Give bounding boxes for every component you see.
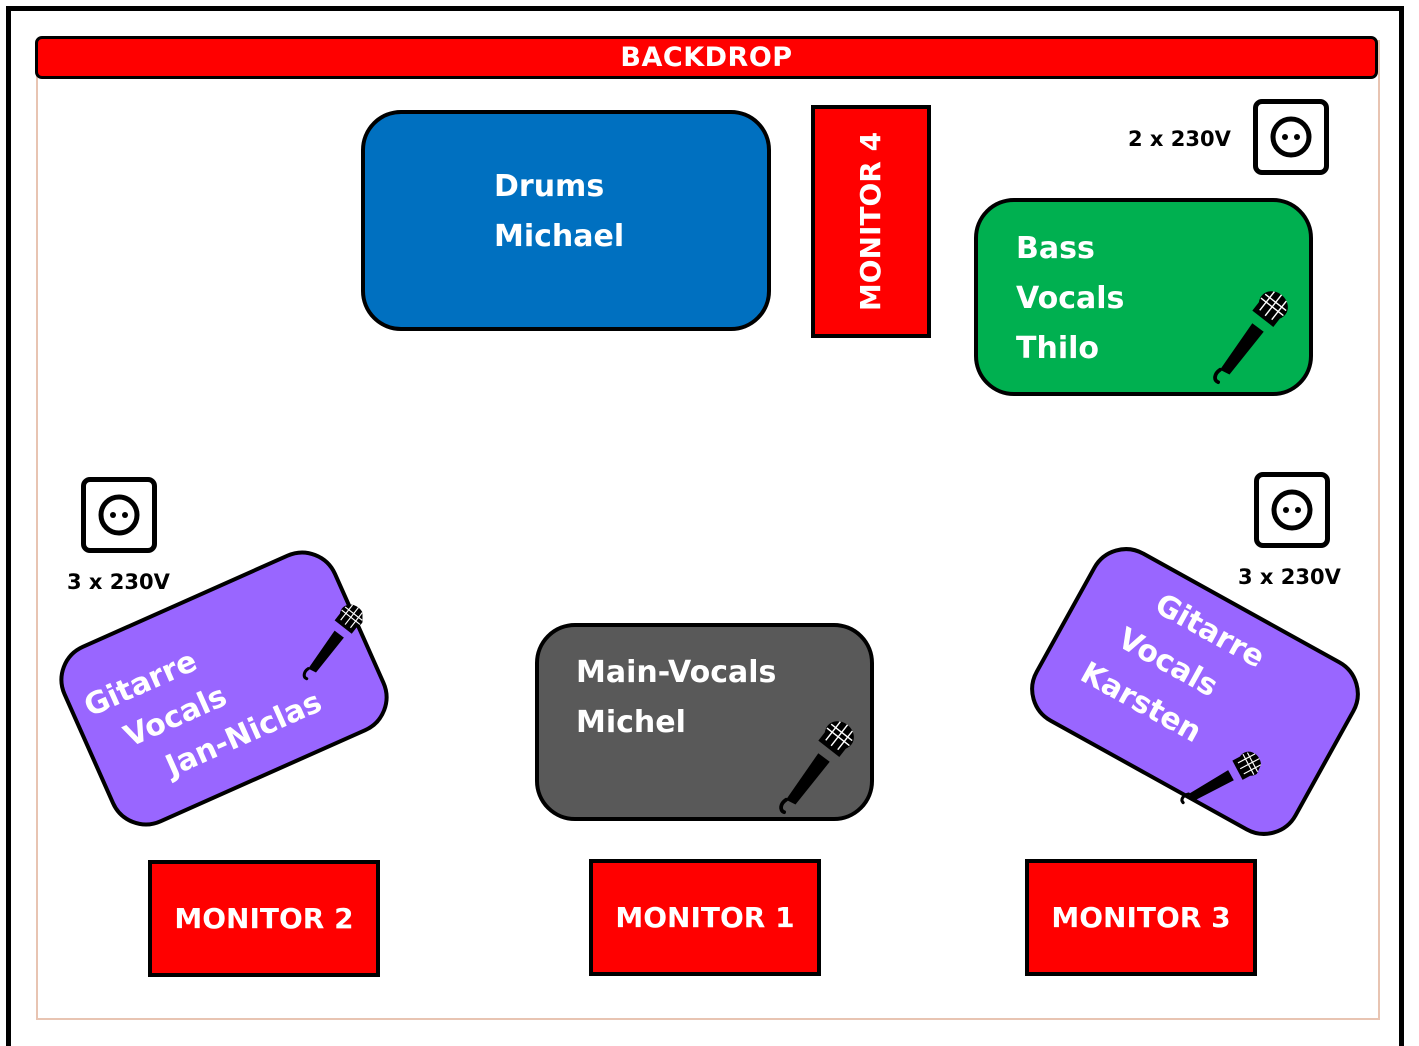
- monitor-1: MONITOR 1: [589, 859, 821, 976]
- backdrop-label: BACKDROP: [620, 42, 793, 73]
- bass-vocals-label: Vocals: [1016, 281, 1125, 316]
- backdrop: BACKDROP: [35, 36, 1378, 79]
- power-socket-icon: [1254, 472, 1330, 548]
- power-label-top-right: 2 x 230V: [1128, 127, 1231, 151]
- stage-frame: [6, 6, 1404, 1046]
- drums-position: Drums Michael: [361, 110, 771, 331]
- drums-player-label: Michael: [494, 219, 625, 254]
- monitor-3-label: MONITOR 3: [1051, 901, 1231, 934]
- drums-instrument-label: Drums: [494, 169, 605, 204]
- power-socket-icon: [1253, 99, 1329, 175]
- monitor-2-label: MONITOR 2: [174, 902, 354, 935]
- power-label-left: 3 x 230V: [67, 570, 170, 594]
- bass-position: Bass Vocals Thilo: [974, 198, 1313, 396]
- microphone-icon: [1206, 290, 1291, 385]
- bass-instrument-label: Bass: [1016, 231, 1095, 266]
- monitor-4-label: MONITOR 4: [854, 131, 888, 312]
- monitor-3: MONITOR 3: [1025, 859, 1257, 976]
- monitor-4: MONITOR 4: [811, 105, 931, 338]
- main-vocals-role-label: Main-Vocals: [576, 655, 777, 690]
- bass-player-label: Thilo: [1016, 331, 1099, 366]
- power-label-right: 3 x 230V: [1238, 565, 1341, 589]
- microphone-icon: [772, 720, 857, 815]
- monitor-2: MONITOR 2: [148, 860, 380, 977]
- main-vocals-position: Main-Vocals Michel: [535, 623, 874, 821]
- main-vocals-player-label: Michel: [576, 705, 686, 740]
- monitor-1-label: MONITOR 1: [615, 901, 795, 934]
- microphone-icon: [300, 602, 362, 682]
- power-socket-icon: [81, 477, 157, 553]
